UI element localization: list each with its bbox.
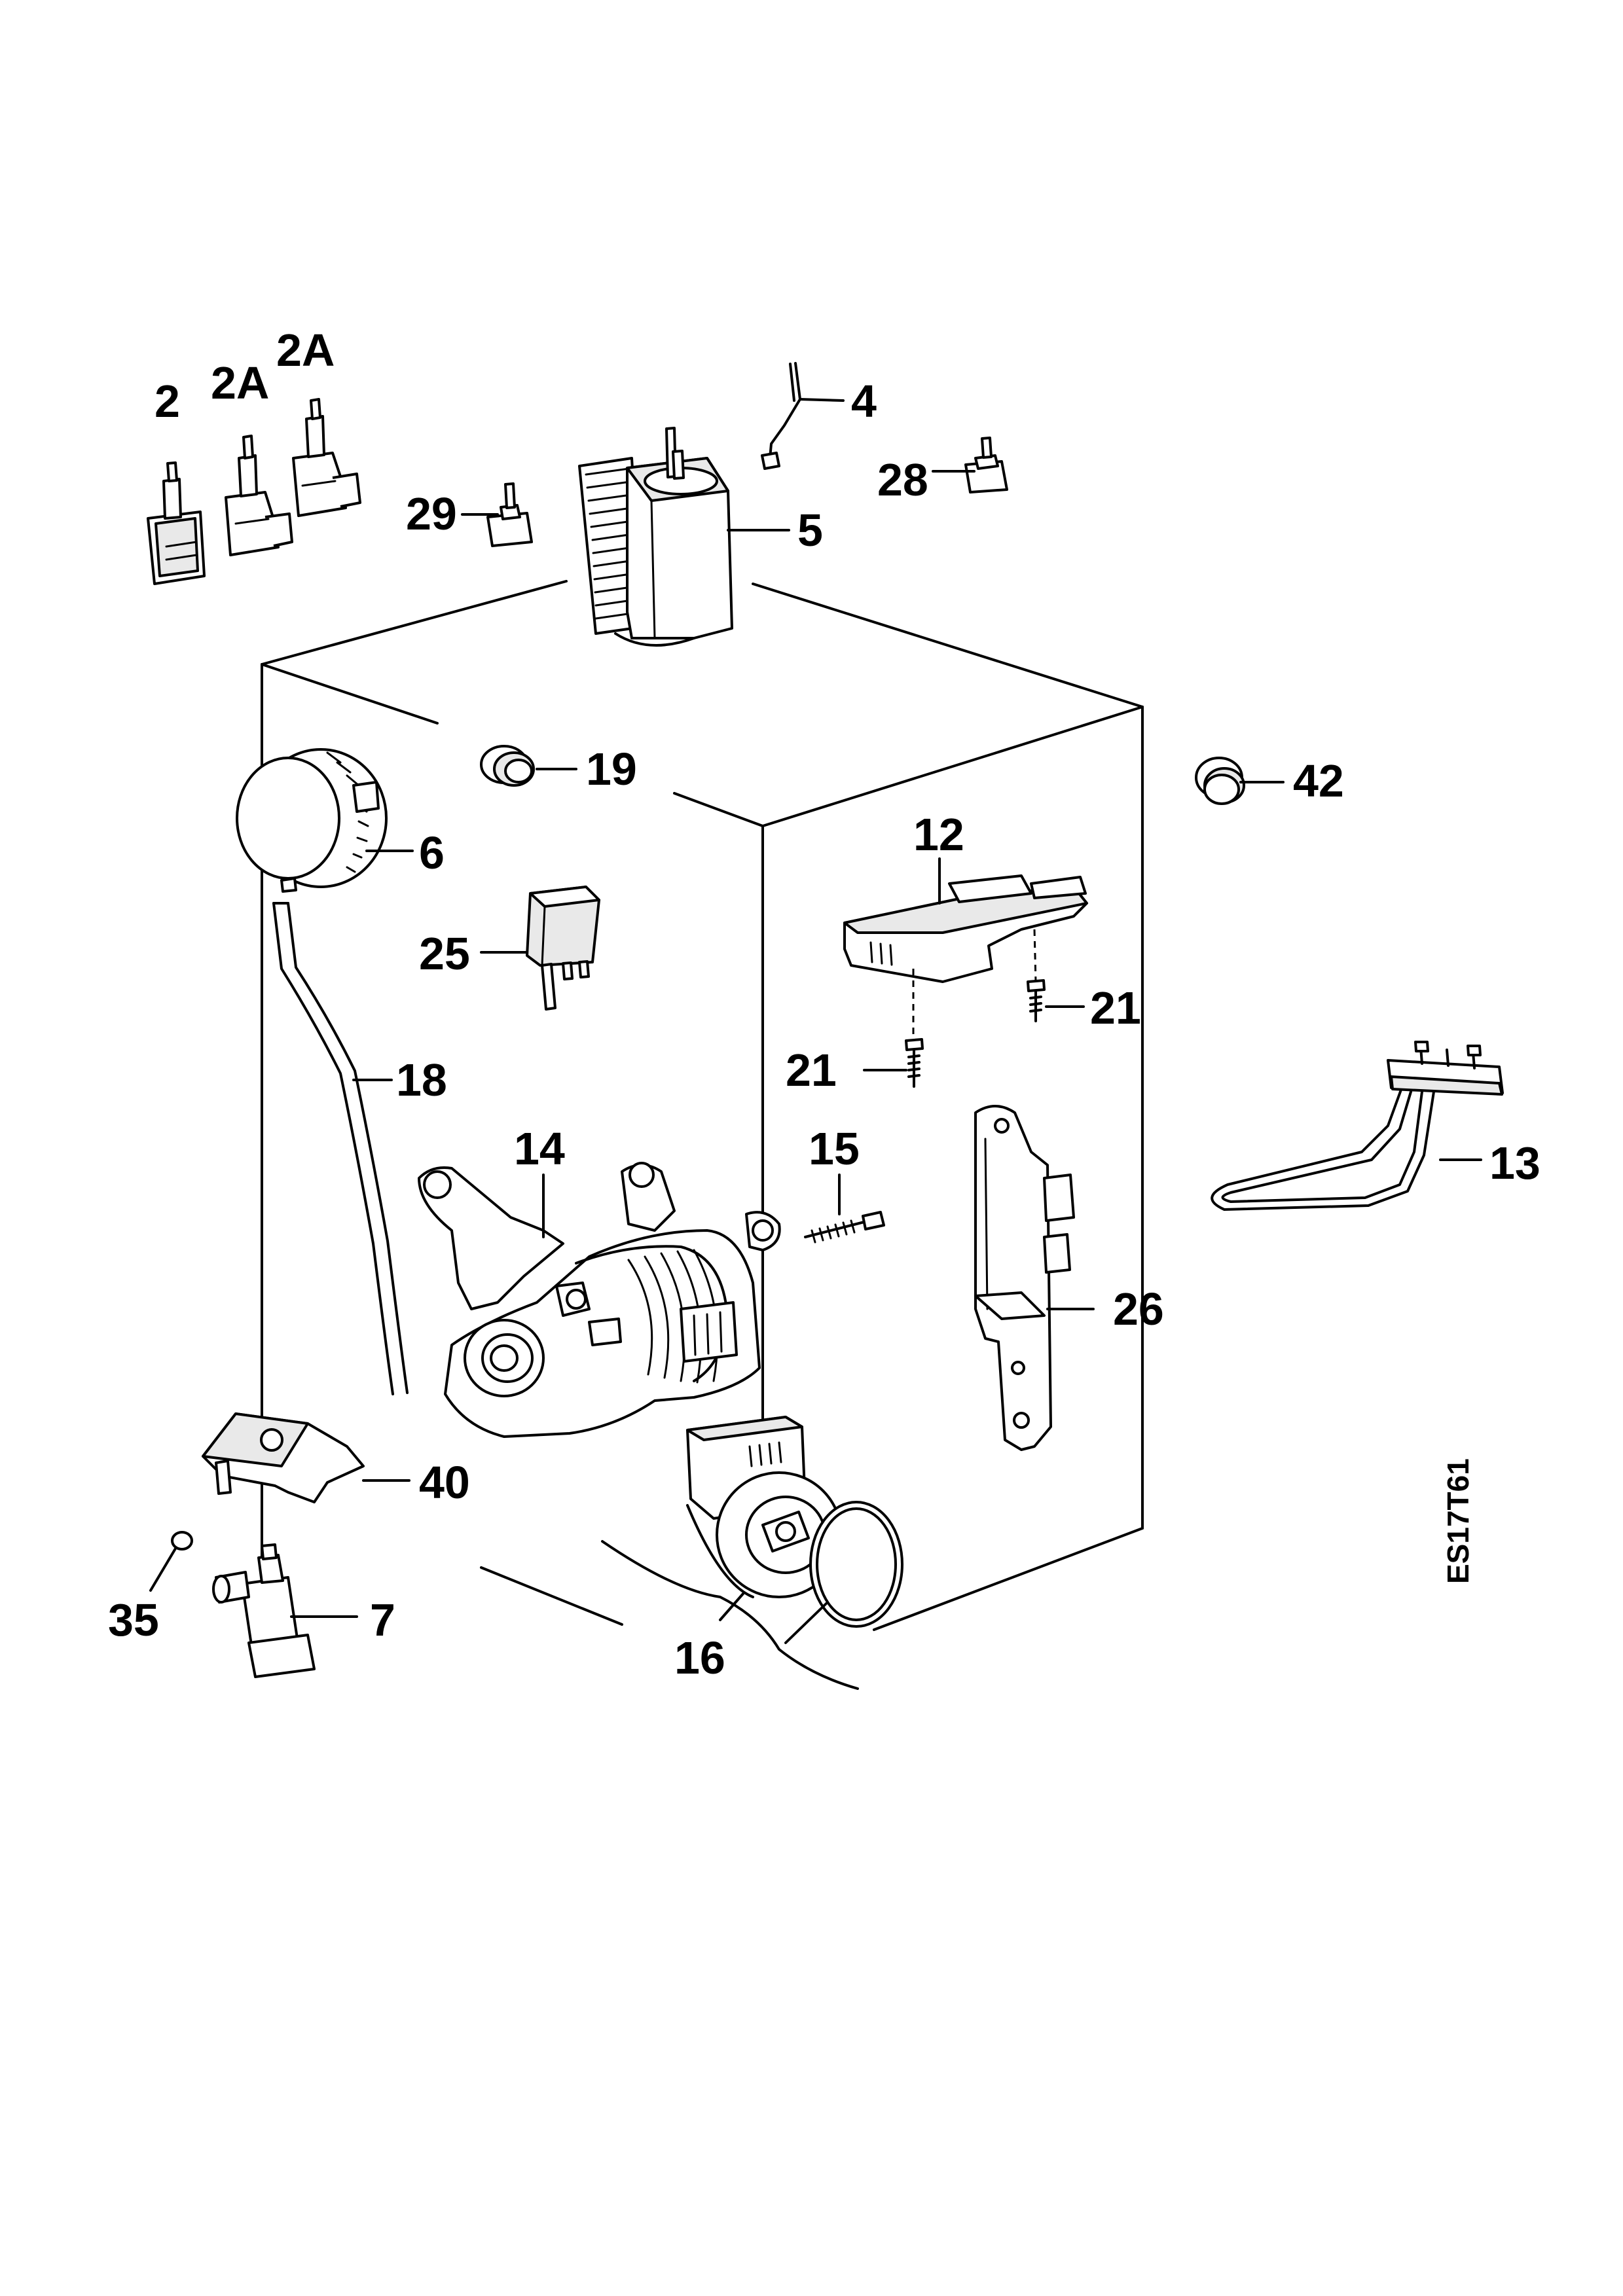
label-part-2a-first: 2A	[211, 357, 270, 408]
label-part-12: 12	[913, 809, 964, 860]
harness-bracket-part-26	[974, 1105, 1095, 1451]
plug-part-19	[480, 745, 577, 787]
label-part-13: 13	[1489, 1138, 1541, 1189]
door-lock-part-12	[843, 857, 1088, 983]
connector-part-28	[932, 437, 1008, 493]
label-part-21-upper: 21	[1090, 982, 1141, 1033]
label-part-15: 15	[809, 1123, 860, 1174]
label-part-2a-second: 2A	[276, 325, 335, 376]
connector-part-29	[461, 482, 533, 547]
label-part-2: 2	[155, 376, 180, 427]
label-part-35: 35	[108, 1594, 159, 1645]
label-part-18: 18	[396, 1054, 447, 1105]
valve-part-7	[212, 1543, 358, 1678]
spring-part-15	[804, 1174, 885, 1244]
label-part-4: 4	[851, 376, 877, 427]
heating-element-part-13	[1211, 1041, 1504, 1211]
label-part-19: 19	[586, 744, 637, 795]
switch-part-2a-second	[292, 398, 361, 517]
label-part-29: 29	[406, 488, 457, 539]
screw-part-21-upper	[1027, 929, 1085, 1022]
pump-part-16	[601, 1416, 903, 1690]
drawing-code: ES17T61	[1441, 1458, 1475, 1584]
plug-part-42	[1195, 757, 1285, 805]
label-part-21-lower: 21	[786, 1045, 837, 1096]
label-part-26: 26	[1113, 1283, 1164, 1335]
switch-part-2	[147, 461, 206, 585]
label-part-28: 28	[877, 454, 928, 505]
label-part-42: 42	[1293, 755, 1344, 806]
motor-part-14	[418, 1162, 781, 1438]
label-part-5: 5	[797, 505, 823, 556]
hose-part-18	[272, 902, 409, 1395]
pressure-switch-part-6	[236, 748, 414, 893]
switch-part-2a-first	[225, 435, 293, 556]
label-part-16: 16	[674, 1632, 725, 1683]
wire-sensor-part-4	[761, 362, 845, 470]
ring-part-35	[149, 1531, 193, 1592]
timer-part-5	[578, 427, 790, 647]
label-part-25: 25	[419, 928, 470, 979]
relay-part-25	[480, 886, 600, 1011]
label-part-40: 40	[419, 1457, 470, 1508]
screw-part-21-lower	[863, 969, 924, 1088]
label-part-7: 7	[370, 1594, 395, 1645]
label-part-14: 14	[514, 1123, 565, 1174]
label-part-6: 6	[419, 827, 445, 878]
bracket-part-40	[202, 1412, 410, 1503]
